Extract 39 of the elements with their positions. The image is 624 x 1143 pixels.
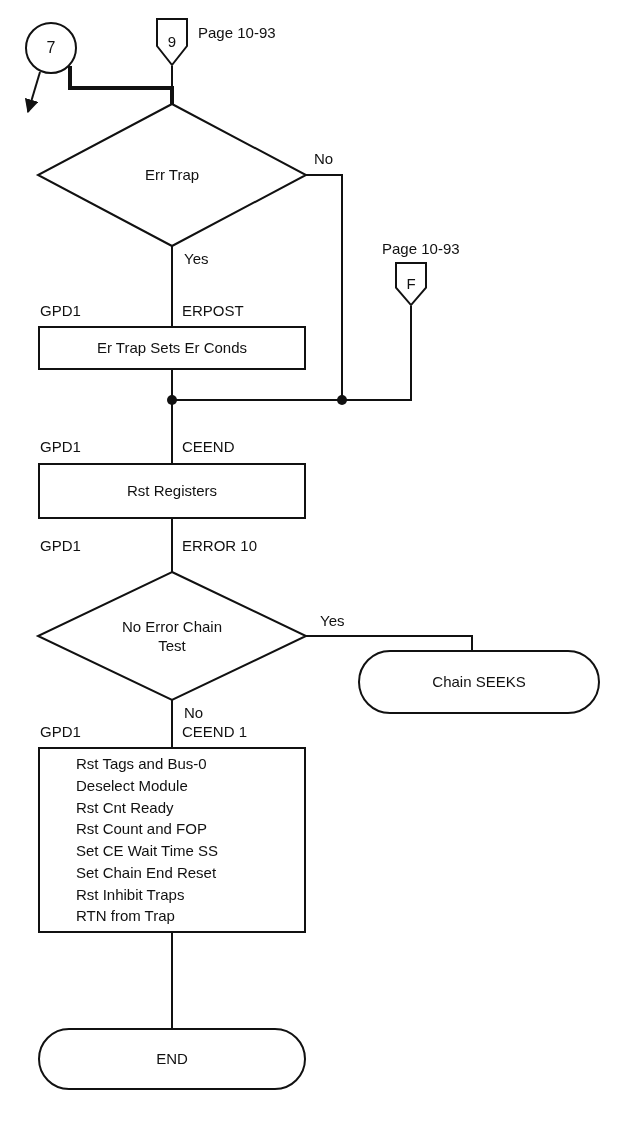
reference-label: ERPOST — [182, 302, 244, 319]
reference-label: Page 10-93 — [198, 24, 276, 41]
connector-line — [171, 699, 173, 748]
step-text: Rst Cnt Ready — [76, 797, 174, 818]
process-box — [38, 747, 306, 933]
node-text: No Error Chain Test — [120, 616, 223, 656]
reference-label: CEEND 1 — [182, 723, 248, 740]
step-text: Rst Inhibit Traps — [76, 884, 185, 905]
reference-label: ERROR 10 — [182, 537, 258, 554]
connector-line — [171, 245, 173, 327]
step-text: Set CE Wait Time SS — [76, 841, 218, 861]
step-text: Rst Count and FOP — [76, 819, 207, 840]
reference-label: GPD1 — [40, 723, 81, 740]
connector-circle — [25, 22, 77, 74]
connector-label: F — [406, 274, 416, 294]
reference-label: GPD1 — [40, 302, 81, 319]
connector-label: 9 — [167, 32, 177, 52]
node-text: Er Trap Sets Er Conds — [96, 338, 248, 358]
node-text: END — [156, 1049, 188, 1069]
step-text: Deselect Module — [76, 775, 188, 796]
connector-line — [305, 635, 473, 651]
reference-label: GPD1 — [40, 537, 81, 554]
reference-label: GPD1 — [40, 438, 81, 455]
step-text: Rst Tags and Bus-0 — [76, 754, 207, 774]
node-text: Err Trap — [144, 165, 200, 185]
connector-line — [68, 66, 174, 104]
step-text: RTN from Trap — [76, 906, 175, 927]
step-text: Set Chain End Reset — [76, 862, 217, 883]
node-text: Chain SEEKS — [432, 672, 526, 692]
terminal-box — [358, 650, 600, 714]
node-text: Rst Registers — [127, 481, 217, 501]
reference-label: CEEND — [182, 438, 235, 455]
connector-line — [171, 518, 173, 573]
connector-label: 7 — [46, 37, 56, 58]
connector-line — [171, 932, 173, 1029]
process-box — [38, 463, 306, 519]
reference-label: Page 10-93 — [382, 240, 460, 257]
arrow — [24, 71, 41, 114]
process-box — [38, 326, 306, 370]
